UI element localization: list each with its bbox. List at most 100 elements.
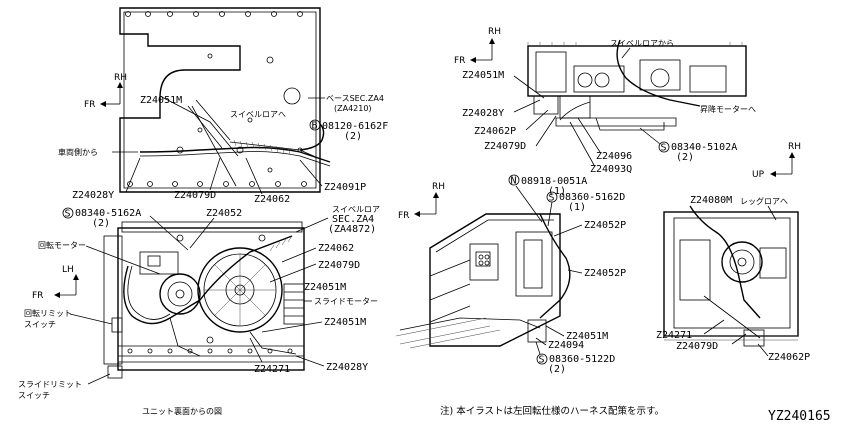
label-leg-floor: レッグロアへ: [740, 196, 788, 206]
dir-fr-b: FR: [32, 291, 43, 301]
base-plate-outline: [119, 7, 321, 193]
rail-rivets: [127, 348, 293, 354]
figure-id: YZ240165: [768, 409, 831, 424]
label-bolt-qty: (2): [344, 131, 362, 142]
dir-rh-a: RH: [114, 73, 127, 83]
base-harness-run: [139, 146, 331, 163]
symbol-n-nut: N: [508, 174, 520, 187]
svg-text:S: S: [539, 355, 545, 366]
label-slide-motor: スライドモーター: [314, 297, 378, 306]
label-swivel-sec: スイベルロア: [332, 205, 380, 214]
label-nut-code: 08918-0051A: [521, 176, 587, 187]
label-z24091p: Z24091P: [324, 182, 366, 193]
view-d-unit-side: [395, 213, 571, 349]
label-screw-qty-b: (2): [92, 218, 110, 229]
label-base-sec: ベースSEC.ZA4: [326, 94, 384, 103]
dir-fr-a: FR: [84, 100, 95, 110]
direction-arrows-b: LH FR: [32, 265, 79, 301]
label-slide-limit: スライドリミット: [18, 380, 82, 389]
lift-harness: [616, 39, 701, 107]
label-z24062-a: Z24062: [254, 194, 290, 205]
svg-text:S: S: [65, 209, 71, 220]
label-z24051m-b2: Z24051M: [324, 317, 366, 328]
leg-motor: [721, 241, 763, 283]
unit-harness: [123, 235, 293, 325]
note-text: 注) 本イラストは左回転仕様のハーネス配策を示す。: [440, 405, 664, 417]
dir-lh-b: LH: [62, 265, 74, 275]
label-z24051m-d: Z24051M: [566, 331, 608, 342]
view-c-lift-assembly: [527, 39, 747, 131]
label-bolt-code: 08120-6162F: [322, 121, 388, 132]
label-z24052p-b: Z24052P: [584, 268, 626, 279]
label-screw-code-d: 08360-5162D: [559, 192, 625, 203]
label-swivel-floor-a: スイベルロアへ: [230, 110, 286, 119]
label-z24062p-c: Z24062P: [474, 126, 516, 137]
direction-arrows-c: RH FR: [454, 27, 501, 66]
label-z24094: Z24094: [548, 340, 584, 351]
rotation-limit-switch: [111, 317, 123, 333]
label-rotation-limit: 回転リミット: [24, 309, 72, 318]
symbol-s-screw-b: S: [62, 207, 74, 220]
label-screw2-code-d: 08360-5122D: [549, 354, 615, 365]
label-z24080m: Z24080M: [690, 195, 732, 206]
svg-text:B: B: [312, 121, 318, 132]
label-z24079d-c: Z24079D: [484, 141, 526, 152]
label-base-sec-ref: (ZA4210): [334, 104, 372, 113]
view-a-base-section: [119, 7, 331, 193]
direction-arrows-d: RH FR: [398, 182, 445, 221]
label-z24271-b: Z24271: [254, 364, 290, 375]
label-swivel-sec2: SEC.ZA4: [332, 214, 374, 225]
rotation-gear: [197, 247, 283, 333]
label-z24062p-e: Z24062P: [768, 352, 810, 363]
symbol-s-screw-d2: S: [536, 353, 548, 366]
svg-text:N: N: [511, 176, 517, 187]
label-z24028y-b: Z24028Y: [326, 362, 368, 373]
unit-side-harness: [539, 213, 571, 319]
label-screw-code-b: 08340-5162A: [75, 208, 141, 219]
label-rotation-limit2: スイッチ: [24, 320, 56, 329]
label-z24051m-c: Z24051M: [462, 70, 504, 81]
label-screw-qty-c: (2): [676, 152, 694, 163]
label-rotation-motor: 回転モーター: [38, 241, 86, 250]
label-z24028y-c: Z24028Y: [462, 108, 504, 119]
label-z24052: Z24052: [206, 208, 242, 219]
svg-text:S: S: [549, 193, 555, 204]
label-to-lift-motor: 昇降モーターへ: [700, 104, 756, 114]
view-b-unit-back: [103, 221, 305, 379]
label-z24062-b: Z24062: [318, 243, 354, 254]
view-e-leg-unit: [663, 205, 799, 347]
leg-harness: [689, 205, 761, 319]
label-from-swivel: スイベルロアから: [610, 39, 674, 48]
direction-arrows-e: RH UP: [752, 142, 801, 180]
rotation-motor: [139, 251, 201, 315]
symbol-s-screw-d1: S: [546, 191, 558, 204]
label-slide-limit2: スイッチ: [18, 391, 50, 400]
label-z24093q: Z24093Q: [590, 164, 632, 175]
dir-up-e: UP: [752, 170, 765, 180]
slide-limit-switch: [107, 365, 123, 379]
dir-fr-c: FR: [454, 56, 465, 66]
label-z24096: Z24096: [596, 151, 632, 162]
label-z24079d-a: Z24079D: [174, 190, 216, 201]
label-z24052p-a: Z24052P: [584, 220, 626, 231]
slide-motor: [283, 283, 305, 325]
dir-rh-d: RH: [432, 182, 445, 192]
symbol-s-screw-c: S: [658, 141, 670, 154]
label-screw2-qty-d: (2): [548, 364, 566, 375]
symbol-b-bolt: B: [309, 119, 321, 132]
svg-text:S: S: [661, 143, 667, 154]
label-z24051m-a: Z24051M: [140, 95, 182, 106]
label-nut-qty: (1): [548, 186, 566, 197]
label-screw-qty-d: (1): [568, 202, 586, 213]
dir-rh-e: RH: [788, 142, 801, 152]
direction-arrows-a: RH FR: [84, 73, 127, 110]
label-z24271-e: Z24271: [656, 330, 692, 341]
label-screw-code-c: 08340-5102A: [671, 142, 737, 153]
label-swivel-sec-ref: (ZA4872): [328, 224, 376, 235]
dir-fr-d: FR: [398, 211, 409, 221]
flex-conduit: [299, 123, 325, 151]
dir-rh-c: RH: [488, 27, 501, 37]
label-z24028y-a: Z24028Y: [72, 190, 114, 201]
label-z24051m-b1: Z24051M: [304, 282, 346, 293]
label-from-vehicle: 車両側から: [58, 147, 98, 157]
